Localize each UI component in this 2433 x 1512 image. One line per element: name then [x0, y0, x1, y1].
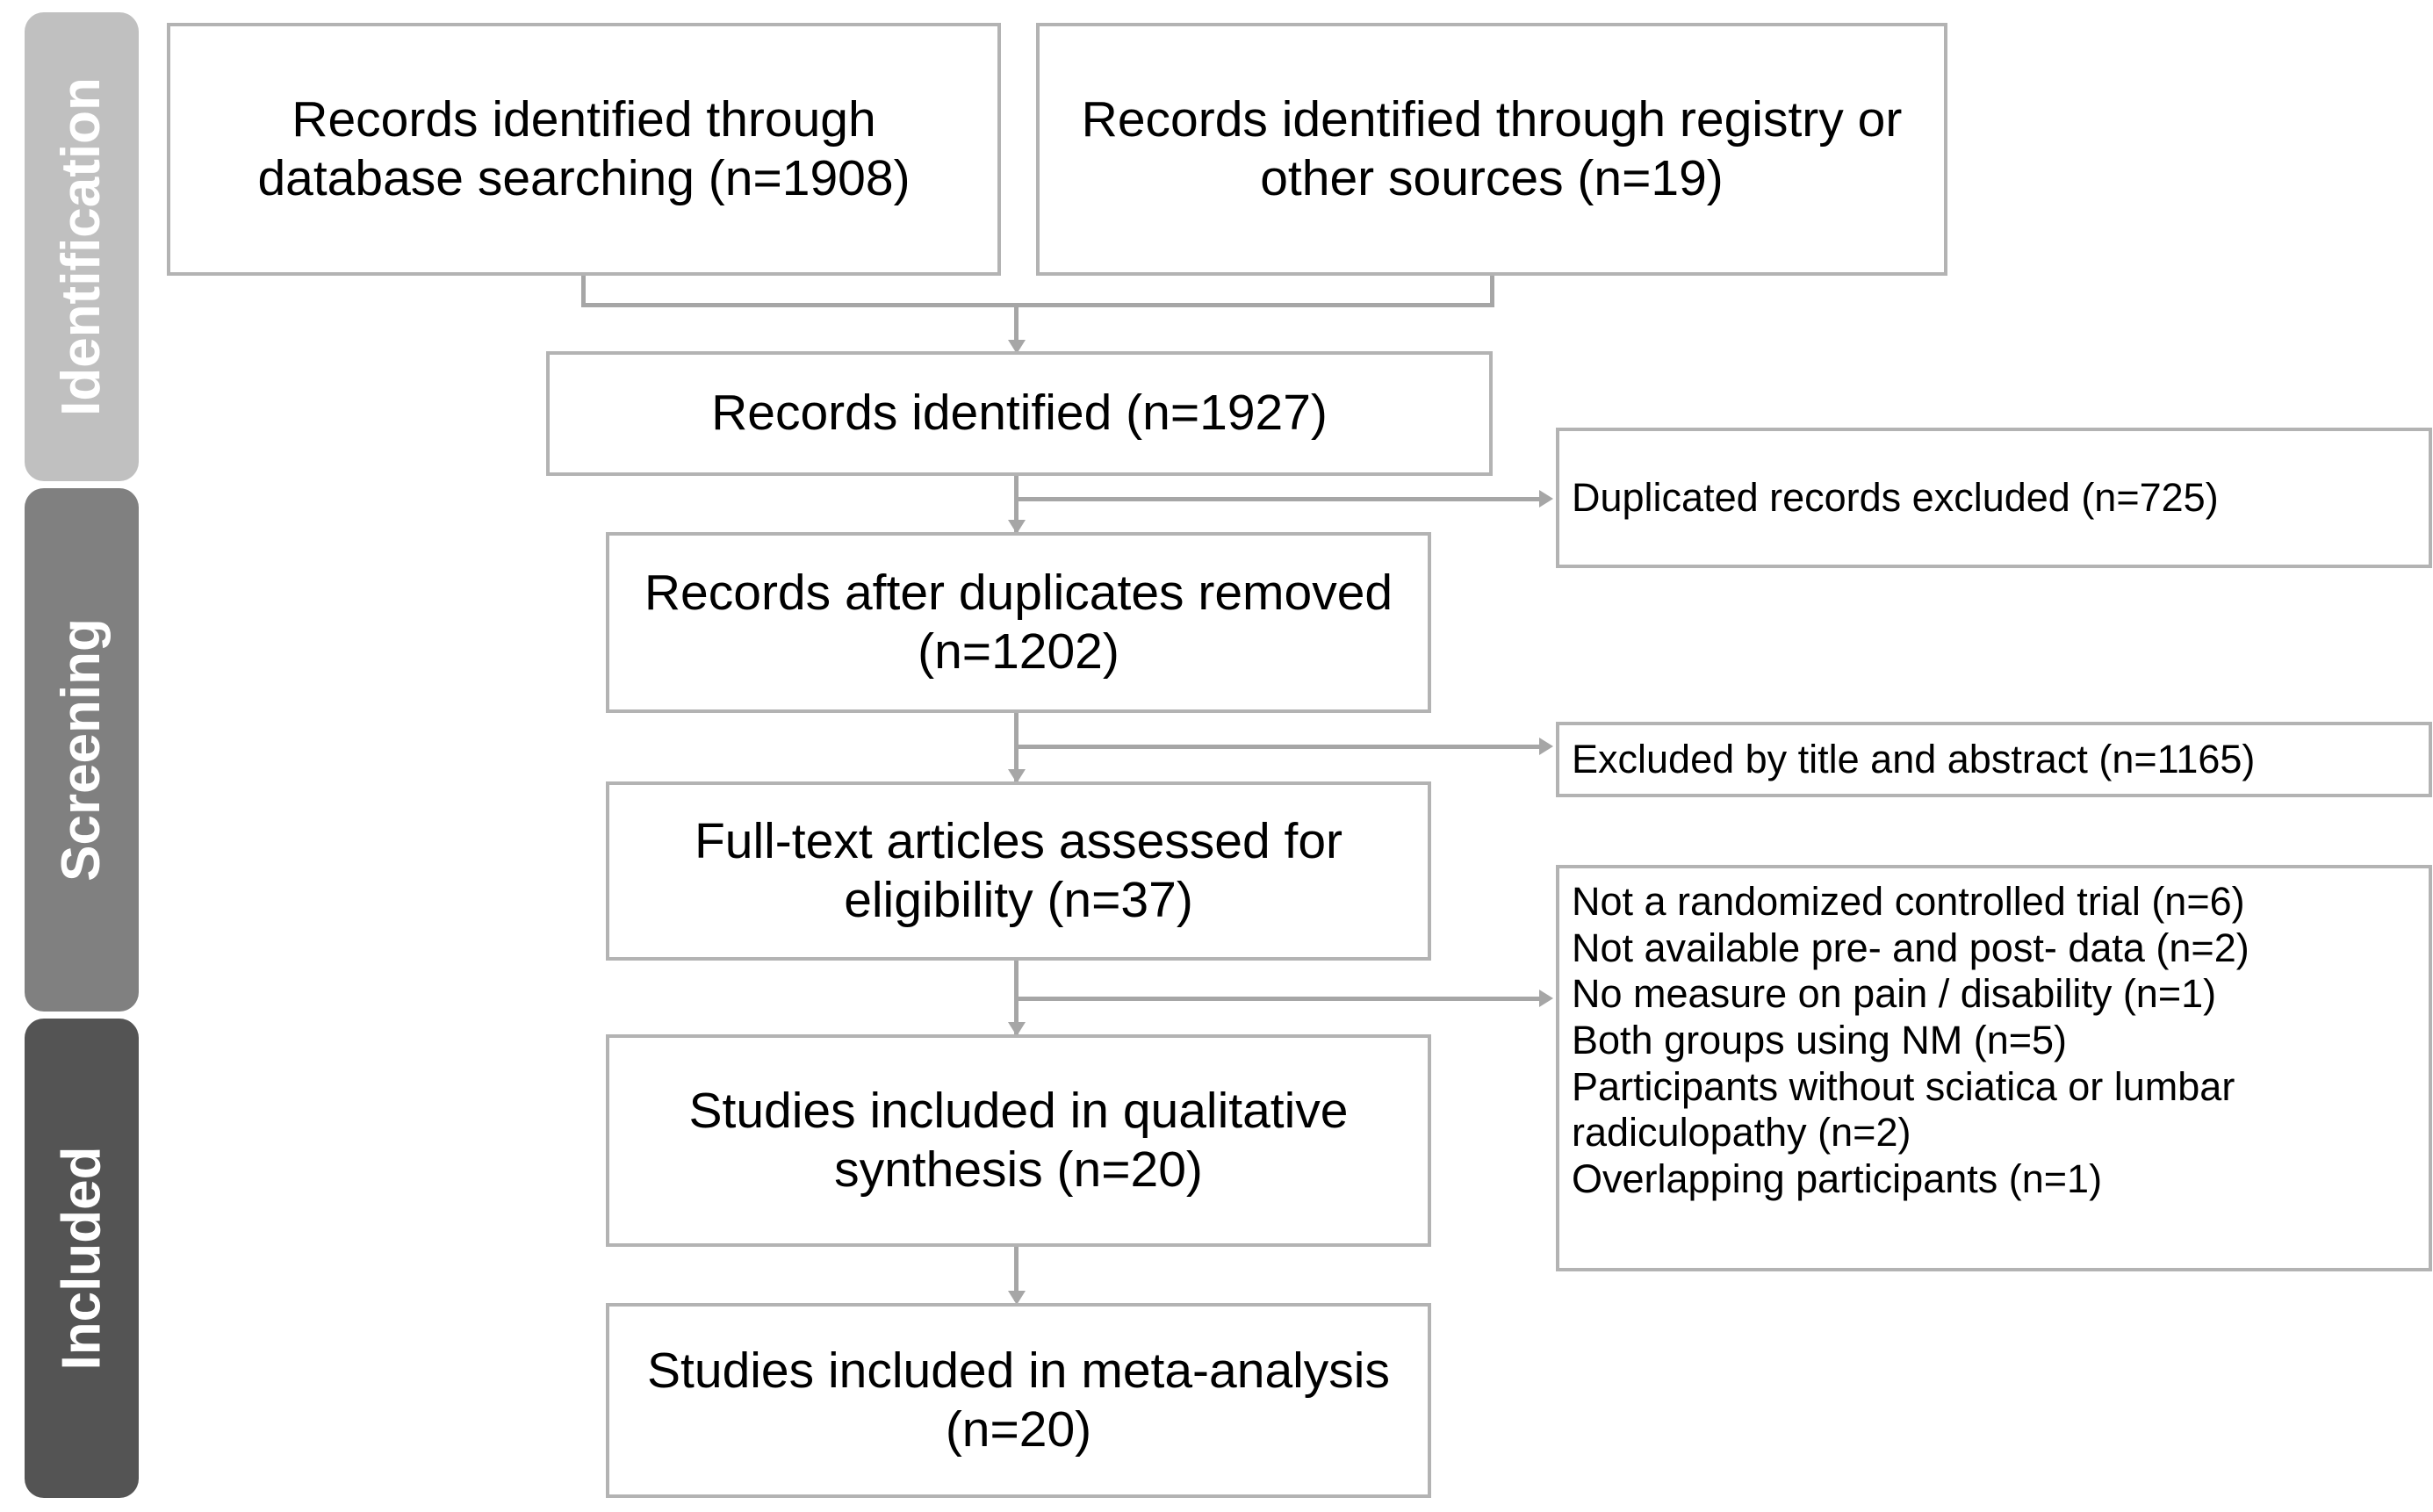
box-registry-search: Records identified through registry or o… — [1036, 23, 1947, 276]
stage-band-included: Included — [25, 1019, 139, 1498]
exclusion-reason-item: Not a randomized controlled trial (n=6) — [1572, 879, 2245, 924]
arrow-fulltext-to-qualitative — [1008, 1022, 1026, 1036]
connector-identified-down — [1014, 476, 1019, 532]
connector-identified-to-duplicates — [1014, 497, 1541, 501]
box-database-search: Records identified through database sear… — [167, 23, 1001, 276]
stage-band-screening: Screening — [25, 488, 139, 1012]
box-after-duplicates: Records after duplicates removed (n=1202… — [606, 532, 1431, 713]
arrow-to-exclusion-reasons — [1539, 990, 1553, 1007]
exclusion-reason-item: No measure on pain / disability (n=1) — [1572, 971, 2217, 1017]
exclusion-reason-item: Overlapping participants (n=1) — [1572, 1156, 2103, 1201]
exclusion-reason-item: Both groups using NM (n=5) — [1572, 1017, 2068, 1062]
box-after-duplicates-text: Records after duplicates removed (n=1202… — [644, 564, 1393, 680]
connector-stub-database — [581, 276, 586, 307]
connector-qualitative-to-meta — [1014, 1247, 1019, 1301]
box-qualitative-synthesis: Studies included in qualitative synthesi… — [606, 1034, 1431, 1247]
arrow-to-excluded-title-abstract — [1539, 738, 1553, 755]
arrow-qualitative-to-meta — [1008, 1291, 1026, 1305]
box-exclusion-reasons: Not a randomized controlled trial (n=6) … — [1556, 865, 2432, 1271]
box-excluded-title-abstract: Excluded by title and abstract (n=1165) — [1556, 722, 2432, 797]
connector-fulltext-to-reasons — [1014, 997, 1541, 1001]
arrow-to-duplicates-excluded — [1539, 490, 1553, 508]
connector-after-duplicates-to-excluded — [1014, 745, 1541, 749]
box-excluded-title-abstract-text: Excluded by title and abstract (n=1165) — [1572, 737, 2256, 782]
box-fulltext-assessed: Full-text articles assessed for eligibil… — [606, 781, 1431, 961]
arrow-identified-to-after-duplicates — [1008, 520, 1026, 534]
box-fulltext-assessed-text: Full-text articles assessed for eligibil… — [694, 812, 1343, 928]
stage-band-identification-label: Identification — [51, 77, 112, 416]
stage-band-identification: Identification — [25, 12, 139, 481]
exclusion-reason-item: Not available pre- and post- data (n=2) — [1572, 925, 2249, 970]
box-meta-analysis: Studies included in meta-analysis (n=20) — [606, 1303, 1431, 1498]
exclusion-reason-item: Participants without sciatica or lumbar … — [1572, 1063, 2235, 1156]
box-qualitative-synthesis-text: Studies included in qualitative synthesi… — [688, 1082, 1349, 1198]
stage-band-screening-label: Screening — [51, 618, 112, 882]
box-records-identified: Records identified (n=1927) — [546, 351, 1493, 476]
box-duplicates-excluded-text: Duplicated records excluded (n=725) — [1572, 475, 2219, 521]
box-database-search-text: Records identified through database sear… — [257, 90, 911, 206]
box-meta-analysis-text: Studies included in meta-analysis (n=20) — [647, 1342, 1390, 1458]
box-duplicates-excluded: Duplicated records excluded (n=725) — [1556, 428, 2432, 568]
connector-merge-to-identified — [1014, 303, 1019, 345]
arrow-merge-to-identified — [1008, 340, 1026, 354]
connector-merge-bridge — [581, 303, 1494, 307]
box-registry-search-text: Records identified through registry or o… — [1081, 90, 1903, 206]
connector-stub-registry — [1490, 276, 1494, 307]
box-records-identified-text: Records identified (n=1927) — [711, 385, 1328, 442]
stage-band-included-label: Included — [51, 1146, 112, 1371]
arrow-after-duplicates-to-fulltext — [1008, 769, 1026, 783]
